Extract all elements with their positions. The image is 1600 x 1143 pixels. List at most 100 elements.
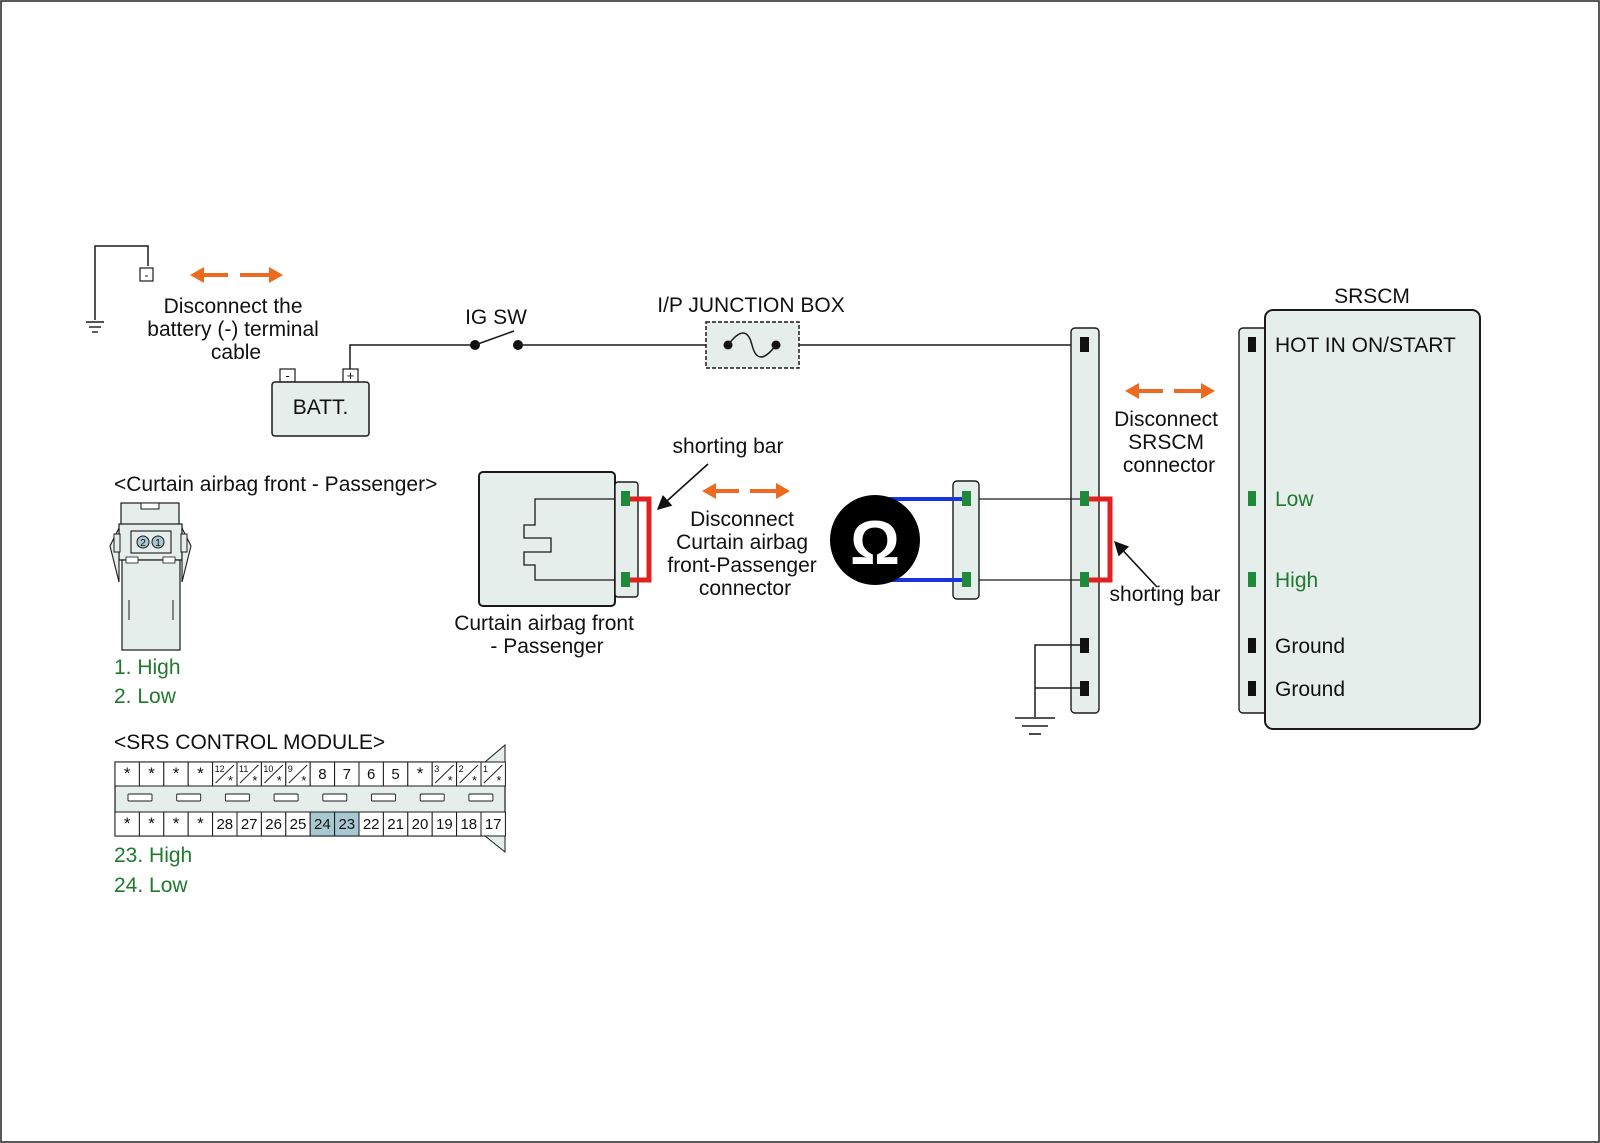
connector-pin-label: 21 xyxy=(387,816,404,833)
connector-pin-label: * xyxy=(197,764,204,783)
connector-pin-cell xyxy=(480,811,506,837)
harness-ground-wiring xyxy=(1034,644,1080,717)
srscm-terminal-label: Ground xyxy=(1275,678,1345,701)
srscm-shorting-bar-label: shorting bar xyxy=(1110,583,1221,606)
svg-text:*: * xyxy=(496,773,501,788)
connector-latch-slot xyxy=(468,793,494,802)
connector-pin-label: * xyxy=(124,814,131,833)
battery-label: BATT. xyxy=(293,396,349,419)
connector-latch-slot xyxy=(419,793,445,802)
connector-latch-slot xyxy=(224,793,250,802)
connector-latch-slot xyxy=(127,793,153,802)
ground-icon xyxy=(86,321,104,333)
svg-text:*: * xyxy=(448,773,453,788)
connector-pin-cell xyxy=(382,761,409,787)
connector-latch-slot xyxy=(371,793,396,802)
connector-latch-slot xyxy=(322,793,348,802)
connector-pin-label: 17 xyxy=(485,816,502,833)
airbag-module-label: Curtain airbag front - Passenger xyxy=(454,612,640,658)
connector-pin-label: 19 xyxy=(436,816,453,833)
srscm-title: SRSCM xyxy=(1334,285,1410,308)
connector-pin-cell xyxy=(358,811,384,837)
harness-terminal-hot xyxy=(1080,337,1089,352)
srscm-terminal-label: Low xyxy=(1275,488,1314,511)
svg-text:*: * xyxy=(252,773,257,788)
harness-connector xyxy=(1070,327,1100,714)
srscm-terminal-label: High xyxy=(1275,569,1318,592)
shorting-bar-pointer xyxy=(1114,540,1158,588)
airbag-shorting-bar-label: shorting bar xyxy=(673,435,784,458)
airbag-disconnect-note: Disconnect Curtain airbag front-Passenge… xyxy=(667,508,822,600)
srscm-disconnect-note: Disconnect SRSCM connector xyxy=(1114,408,1224,477)
connector-pin-label: 25 xyxy=(290,816,307,833)
connector-pin-cell xyxy=(309,761,336,787)
connector-pin-cell xyxy=(138,811,165,837)
connector-pin-label: 10 xyxy=(263,764,273,774)
connector-pin-label: 27 xyxy=(241,816,258,833)
svg-text:1: 1 xyxy=(155,538,161,549)
connector-pin-label: 6 xyxy=(367,766,375,783)
svg-text:*: * xyxy=(472,773,477,788)
airbag-terminal-low xyxy=(621,572,630,587)
srscm-terminal-ground-2 xyxy=(1248,681,1256,696)
connector-pin-cell xyxy=(138,761,165,787)
srs-module-connector-pin: 24. Low xyxy=(114,874,188,897)
srscm-terminal-label: Ground xyxy=(1275,635,1345,658)
battery-disconnect-arrow-icon xyxy=(190,267,283,283)
connector-pin-label: 23 xyxy=(338,816,355,833)
airbag-shorting-bar xyxy=(630,496,652,583)
probe-connector xyxy=(952,480,980,600)
connector-pin-label: * xyxy=(173,764,180,783)
battery-wire xyxy=(349,344,475,369)
srs-connector-latches xyxy=(127,793,494,802)
battery-disconnect-note: Disconnect the battery (-) terminal cabl… xyxy=(147,295,324,364)
srscm-terminal-hot xyxy=(1248,337,1256,352)
airbag-connector-face: 2 1 xyxy=(109,502,192,651)
connector-pin-label: * xyxy=(148,764,155,783)
ohmmeter-symbol: Ω xyxy=(850,509,900,578)
connector-pin-label: 22 xyxy=(363,816,380,833)
connector-pin-label: * xyxy=(197,814,204,833)
srscm-terminal-ground-1 xyxy=(1248,638,1256,653)
ground-icon xyxy=(1015,717,1055,735)
connector-pin-cell xyxy=(431,811,458,837)
battery: - + BATT. xyxy=(271,368,370,437)
connector-latch-slot xyxy=(176,793,202,802)
connector-pin-cell xyxy=(236,811,262,837)
airbag-module xyxy=(478,471,616,607)
airbag-connector-pin: 1. High xyxy=(114,656,181,679)
ohmmeter-icon xyxy=(830,495,920,585)
battery-positive-symbol: + xyxy=(347,368,355,383)
battery-ground-cable: - xyxy=(86,245,154,333)
connector-pin-label: 24 xyxy=(314,816,331,833)
srscm-module xyxy=(1264,309,1481,730)
srscm-shorting-bar xyxy=(1089,496,1113,583)
connector-pin-label: 8 xyxy=(318,766,326,783)
connector-pin-cell xyxy=(456,811,482,837)
airbag-module-connector xyxy=(614,481,639,598)
svg-text:*: * xyxy=(228,773,233,788)
srscm-disconnect-arrow-icon xyxy=(1125,383,1215,399)
junction-box xyxy=(705,321,800,369)
srscm-terminal-high xyxy=(1248,572,1256,587)
svg-text:*: * xyxy=(277,773,282,788)
junction-box-label: I/P JUNCTION BOX xyxy=(657,294,844,317)
connector-pin-label: 18 xyxy=(460,816,477,833)
svg-text:*: * xyxy=(301,773,306,788)
svg-text:2: 2 xyxy=(140,538,146,549)
connector-pin-label: 12 xyxy=(215,764,225,774)
srscm-terminal-label: HOT IN ON/START xyxy=(1275,334,1456,357)
ig-switch xyxy=(470,330,523,350)
airbag-terminal-high xyxy=(621,491,630,506)
connector-pin-cell xyxy=(187,811,214,837)
connector-pin-label: 26 xyxy=(265,816,282,833)
connector-pin-cell xyxy=(334,761,360,787)
srs-module-connector-title: <SRS CONTROL MODULE> xyxy=(114,731,385,754)
harness-terminal-high xyxy=(1080,572,1089,587)
airbag-connector-title: <Curtain airbag front - Passenger> xyxy=(114,473,437,496)
battery-negative-symbol: - xyxy=(285,368,289,383)
connector-pin-label: 7 xyxy=(343,766,351,783)
